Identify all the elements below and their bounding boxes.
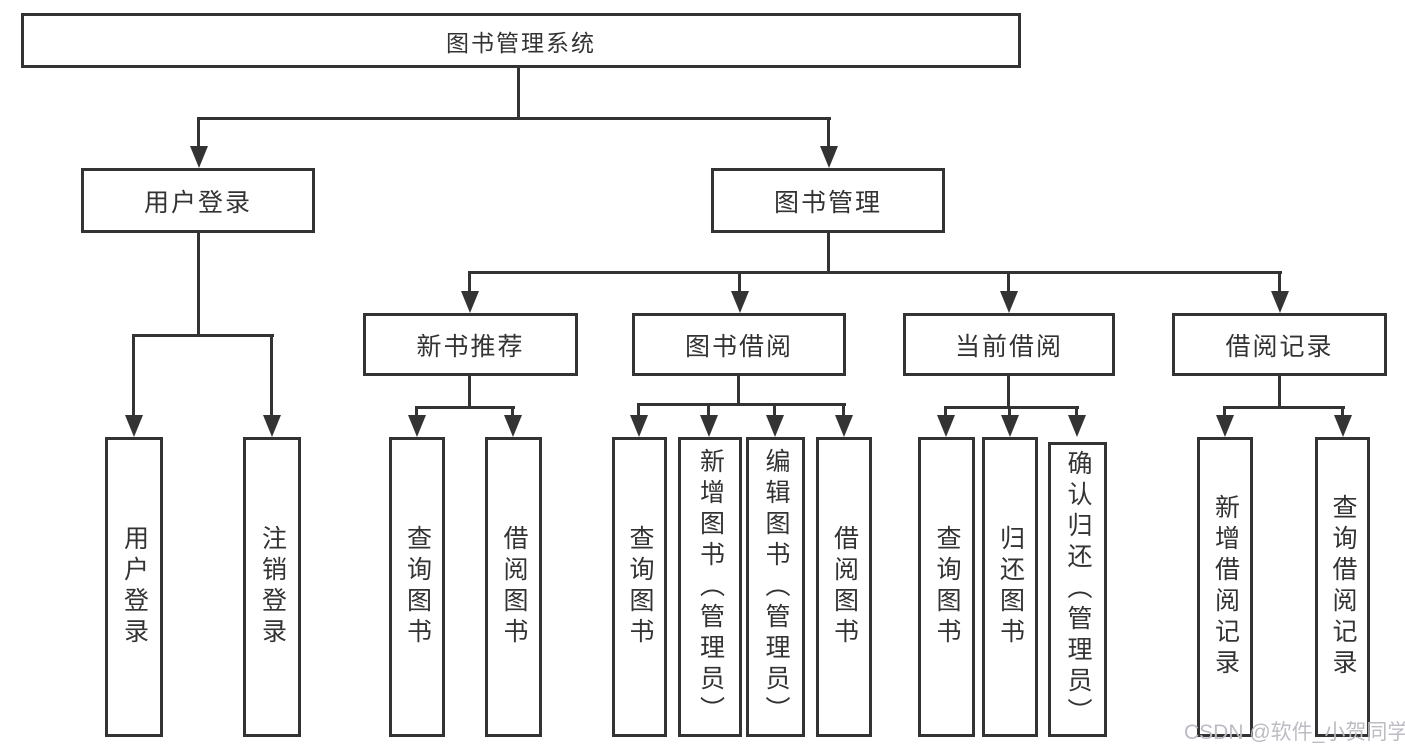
connector-drop-leaf xyxy=(270,334,273,417)
leaf-label: 用户登录 xyxy=(120,525,149,649)
connector-book-borrow-rail xyxy=(637,403,846,406)
leaf-br-query-record: 查询借阅记录 xyxy=(1315,437,1370,737)
node-user-login: 用户登录 xyxy=(81,168,315,233)
connector-root-stem xyxy=(517,68,520,118)
connector-drop-level3 xyxy=(1007,271,1010,293)
arrow-down-icon xyxy=(937,415,955,437)
arrow-down-icon xyxy=(820,146,838,168)
arrow-down-icon xyxy=(263,415,281,437)
connector-new-book-stem xyxy=(468,376,471,408)
arrow-down-icon xyxy=(504,415,522,437)
connector-drop-leaf xyxy=(132,334,135,417)
node-current-borrow-label: 当前借阅 xyxy=(954,332,1063,361)
leaf-cb-confirm-return: 确认归还（管理员） xyxy=(1048,442,1107,737)
arrow-down-icon xyxy=(408,415,426,437)
leaf-nb-query-book: 查询图书 xyxy=(389,437,445,737)
connector-drop-leaf xyxy=(1341,406,1344,417)
node-current-borrow: 当前借阅 xyxy=(903,313,1115,376)
arrow-down-icon xyxy=(461,291,479,313)
leaf-bb-edit-book: 编辑图书（管理员） xyxy=(746,437,805,737)
connector-drop-leaf xyxy=(944,406,947,417)
connector-new-book-rail xyxy=(415,406,515,409)
leaf-nb-borrow-book: 借阅图书 xyxy=(485,437,542,737)
leaf-logout: 注销登录 xyxy=(243,437,301,737)
connector-book-management-rail xyxy=(468,271,1282,274)
connector-drop-book-management xyxy=(827,117,830,147)
arrow-down-icon xyxy=(1334,415,1352,437)
leaf-label: 新增借阅记录 xyxy=(1211,494,1240,680)
arrow-down-icon xyxy=(766,415,784,437)
arrow-down-icon xyxy=(125,415,143,437)
node-borrow-records: 借阅记录 xyxy=(1172,313,1387,376)
connector-current-borrow-stem xyxy=(1007,376,1010,408)
node-book-borrow-label: 图书借阅 xyxy=(684,332,793,361)
connector-current-borrow-rail xyxy=(944,406,1079,409)
arrow-down-icon xyxy=(1000,291,1018,313)
arrow-down-icon xyxy=(1001,415,1019,437)
csdn-watermark: CSDN @软件_小贺同学 xyxy=(1184,721,1405,744)
connector-drop-leaf xyxy=(511,406,514,417)
connector-root-rail xyxy=(197,117,831,120)
node-book-management-label: 图书管理 xyxy=(773,188,882,217)
leaf-label: 确认归还（管理员） xyxy=(1064,450,1092,729)
arrow-down-icon xyxy=(1271,291,1289,313)
node-book-borrow: 图书借阅 xyxy=(632,313,846,376)
arrow-down-icon xyxy=(700,415,718,437)
leaf-cb-query-book: 查询图书 xyxy=(918,437,975,737)
leaf-bb-query-book: 查询图书 xyxy=(612,437,667,737)
leaf-bb-borrow-book: 借阅图书 xyxy=(816,437,872,737)
leaf-cb-return-book: 归还图书 xyxy=(982,437,1038,737)
connector-user-login-stem xyxy=(197,233,200,336)
node-new-book-recommend-label: 新书推荐 xyxy=(416,332,525,361)
leaf-label: 新增图书（管理员） xyxy=(696,447,725,727)
leaf-user-login: 用户登录 xyxy=(105,437,163,737)
leaf-label: 借阅图书 xyxy=(830,525,859,649)
leaf-label: 查询图书 xyxy=(626,525,654,649)
connector-drop-user-login xyxy=(197,117,200,147)
connector-drop-leaf xyxy=(707,403,710,417)
node-new-book-recommend: 新书推荐 xyxy=(363,313,578,376)
arrow-down-icon xyxy=(630,415,648,437)
node-borrow-records-label: 借阅记录 xyxy=(1225,332,1334,361)
connector-drop-leaf xyxy=(842,403,845,417)
leaf-br-add-record: 新增借阅记录 xyxy=(1197,437,1253,737)
connector-borrow-records-rail xyxy=(1223,406,1345,409)
connector-drop-leaf xyxy=(415,406,418,417)
connector-drop-leaf xyxy=(1223,406,1226,417)
connector-drop-level3 xyxy=(738,271,741,293)
leaf-label: 编辑图书（管理员） xyxy=(762,447,790,727)
arrow-down-icon xyxy=(190,146,208,168)
leaf-label: 归还图书 xyxy=(996,525,1025,649)
connector-book-management-stem xyxy=(827,233,830,273)
connector-borrow-records-stem xyxy=(1278,376,1281,408)
arrow-down-icon xyxy=(1068,415,1086,437)
leaf-label: 借阅图书 xyxy=(500,525,528,649)
node-user-login-label: 用户登录 xyxy=(143,188,252,217)
node-root-label: 图书管理系统 xyxy=(446,29,596,56)
leaf-label: 查询图书 xyxy=(933,525,961,649)
connector-drop-level3 xyxy=(468,271,471,293)
connector-user-login-rail xyxy=(132,334,274,337)
leaf-label: 查询借阅记录 xyxy=(1329,494,1357,680)
connector-drop-leaf xyxy=(773,403,776,417)
connector-drop-level3 xyxy=(1278,271,1281,293)
leaf-label: 注销登录 xyxy=(258,525,287,649)
leaf-bb-add-book: 新增图书（管理员） xyxy=(678,437,742,737)
leaf-label: 查询图书 xyxy=(403,525,432,649)
connector-book-borrow-stem xyxy=(737,376,740,405)
arrow-down-icon xyxy=(731,291,749,313)
arrow-down-icon xyxy=(1216,415,1234,437)
connector-drop-leaf xyxy=(1008,406,1011,417)
arrow-down-icon xyxy=(835,415,853,437)
node-book-management: 图书管理 xyxy=(711,168,945,233)
connector-drop-leaf xyxy=(637,403,640,417)
connector-drop-leaf xyxy=(1075,406,1078,417)
node-root: 图书管理系统 xyxy=(21,13,1021,68)
